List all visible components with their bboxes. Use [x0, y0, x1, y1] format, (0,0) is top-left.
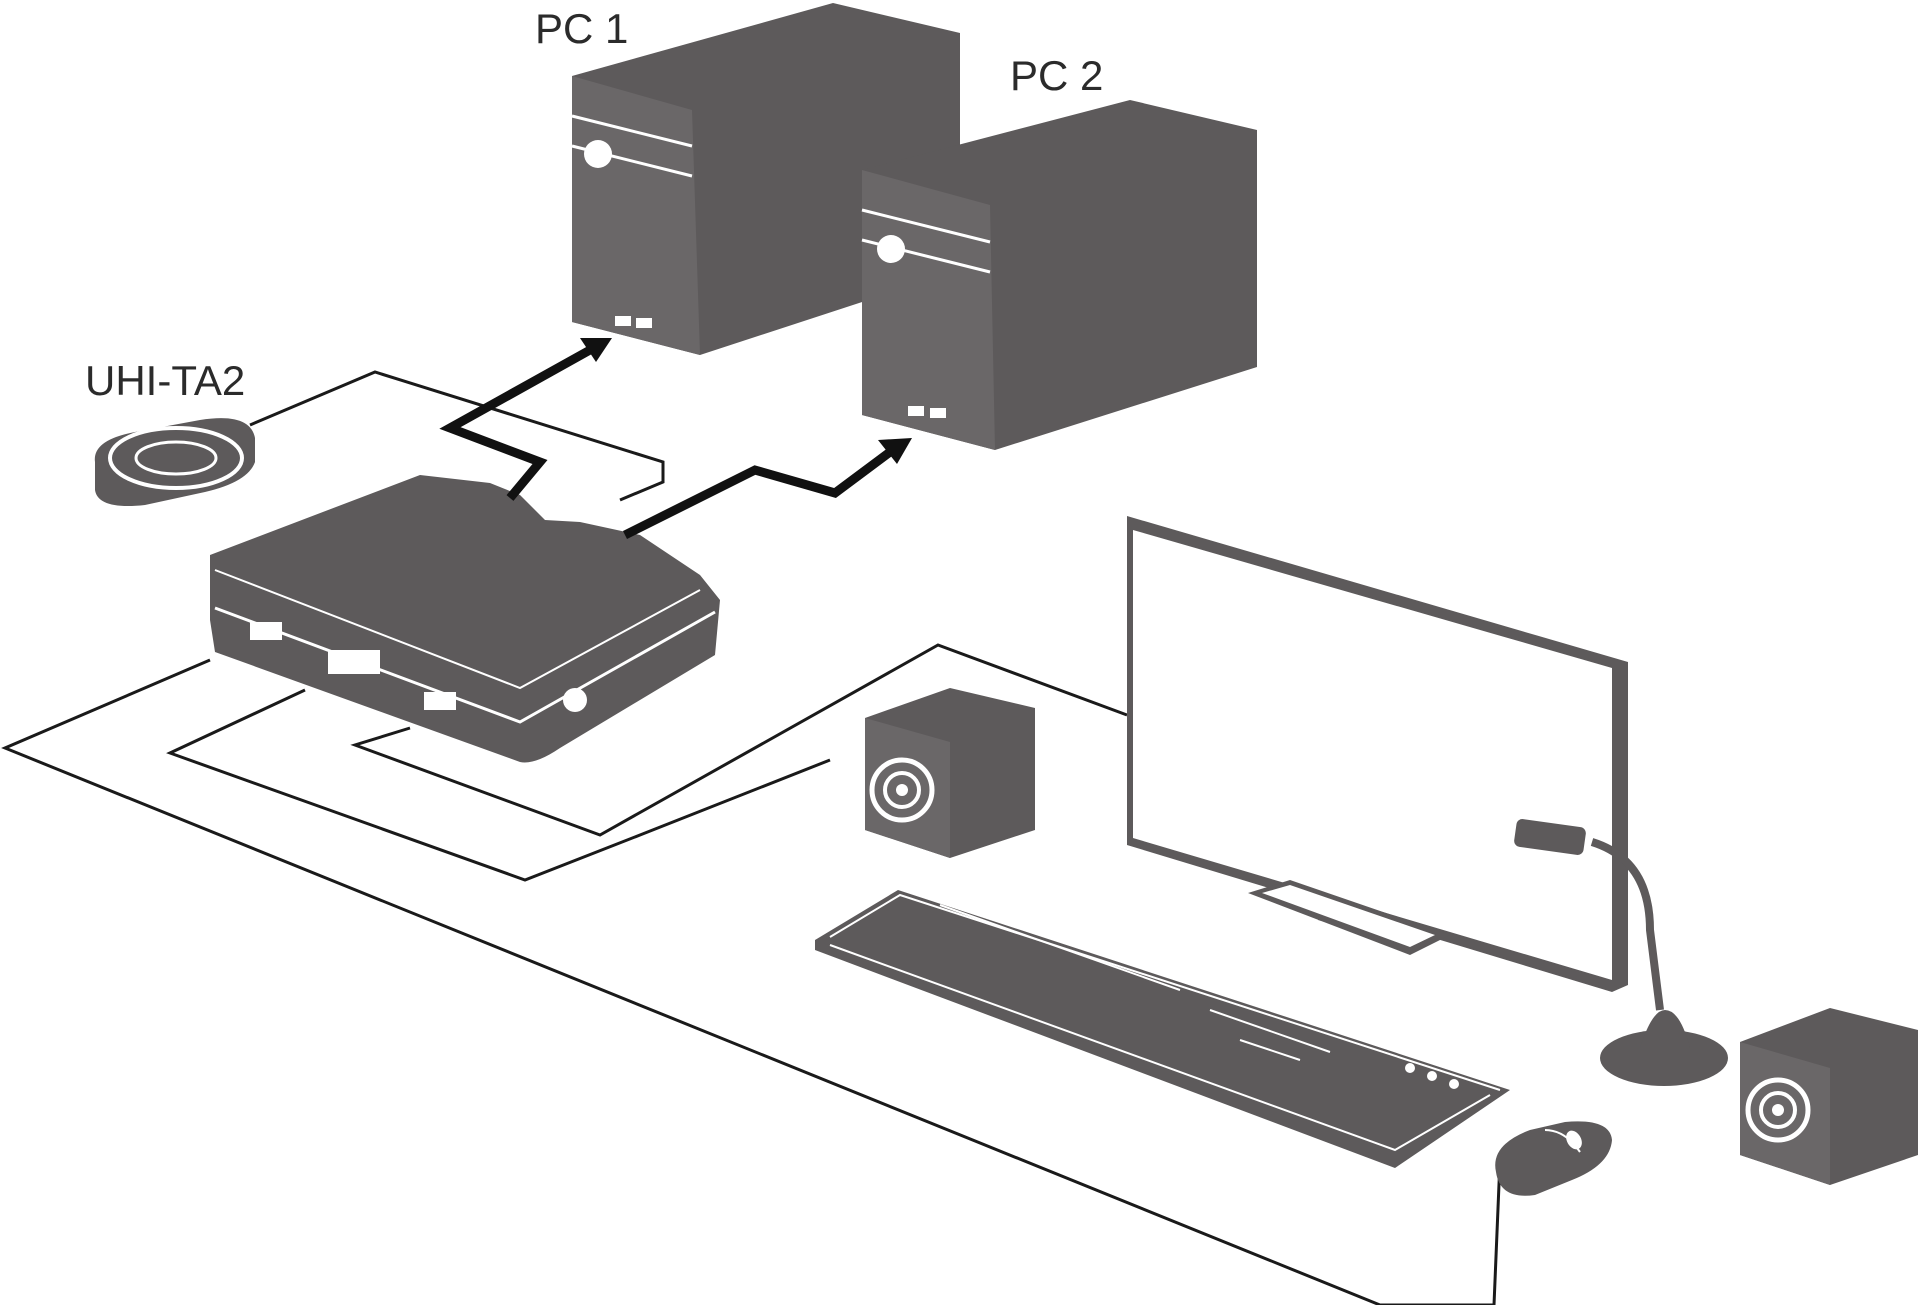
arrow-to-pc1	[439, 346, 593, 501]
arrow-to-pc2-head	[878, 438, 912, 464]
remote-label: UHI-TA2	[85, 357, 246, 404]
pc1-usb-port	[615, 316, 631, 326]
pc2-usb-port	[930, 408, 946, 418]
speaker-right	[1740, 1008, 1918, 1185]
mouse	[1495, 1121, 1612, 1196]
microphone	[1514, 819, 1728, 1086]
kvm-switch-box	[210, 475, 720, 763]
middle-cable-outline	[166, 688, 831, 882]
keyboard	[815, 890, 1510, 1168]
arrows	[439, 338, 912, 540]
pc2-label: PC 2	[1010, 52, 1104, 99]
pc1-power-button	[584, 140, 612, 168]
pc1-label: PC 1	[535, 5, 629, 52]
rear-cable-outline	[350, 643, 1128, 837]
remote-cable-outline	[249, 370, 665, 502]
speaker-left	[865, 688, 1035, 858]
remote-puck	[94, 418, 255, 506]
arrow-to-pc1-head	[580, 338, 612, 362]
kvm-port	[424, 692, 456, 710]
kvm-port	[328, 650, 380, 674]
pc1-usb-port	[636, 318, 652, 328]
pc2-tower	[861, 100, 1257, 450]
kvm-port	[250, 622, 282, 640]
pc2-usb-port	[908, 406, 924, 416]
pc2-power-button	[877, 235, 905, 263]
kvm-led	[563, 688, 587, 712]
arrow-to-pc2	[622, 448, 893, 540]
monitor	[1127, 516, 1628, 992]
